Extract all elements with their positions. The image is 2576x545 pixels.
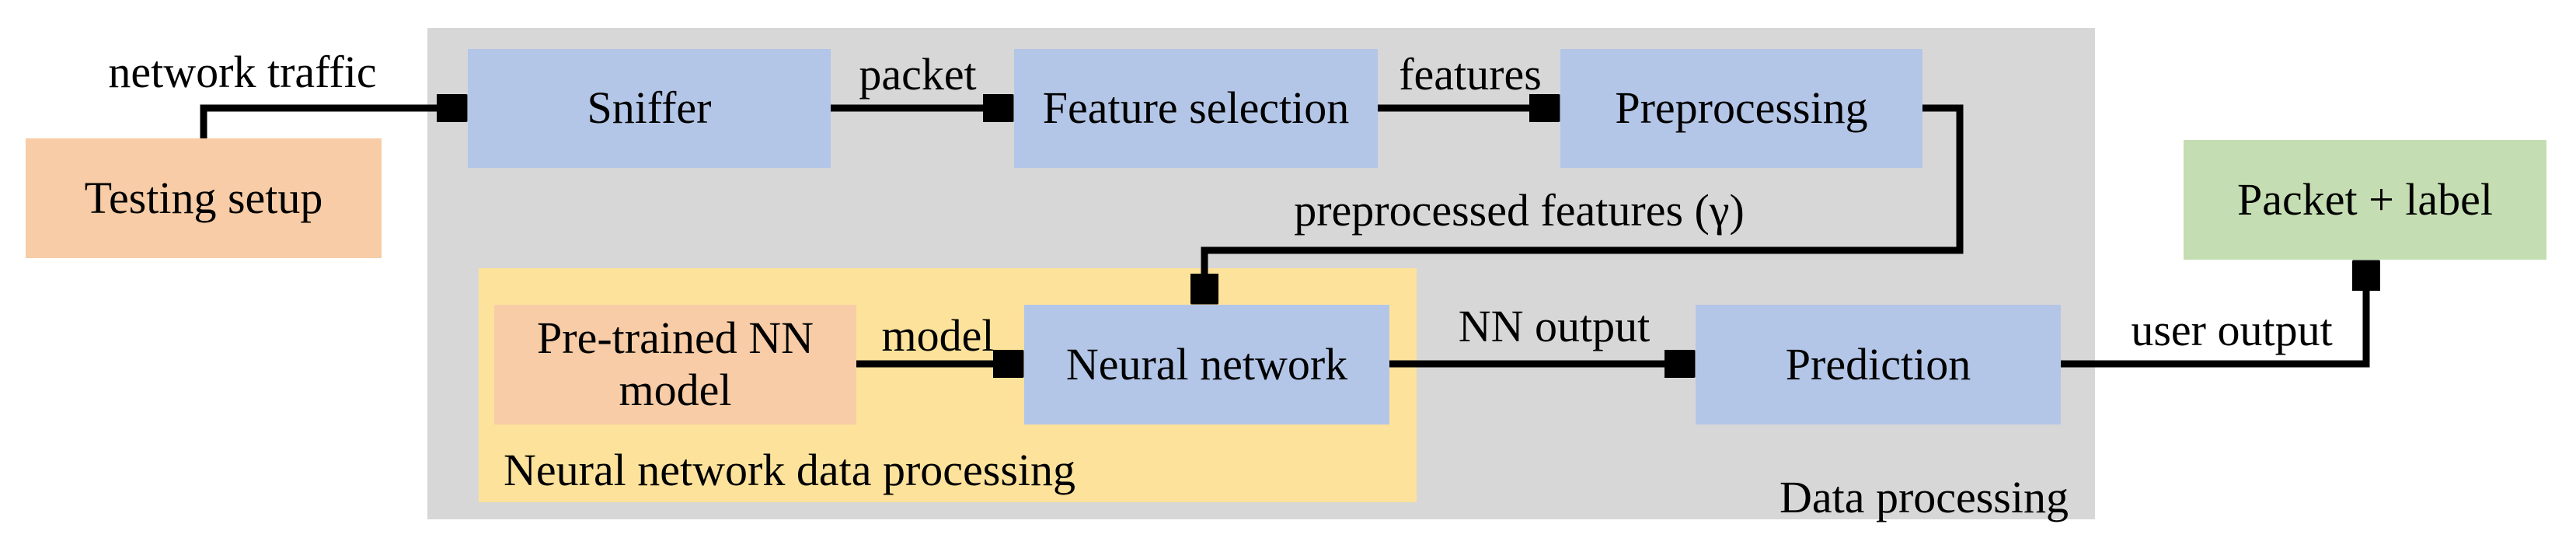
node-feature-selection-label: Feature selection <box>1042 82 1350 134</box>
node-testing-setup: Testing setup <box>26 138 382 258</box>
edge-label-features: features <box>1399 49 1542 100</box>
node-preprocessing: Preprocessing <box>1560 49 1922 168</box>
edge-label-packet: packet <box>859 49 977 100</box>
node-sniffer: Sniffer <box>468 49 831 168</box>
data-processing-region-label: Data processing <box>1779 472 2069 522</box>
node-prediction: Prediction <box>1696 305 2061 424</box>
edge-label-model: model <box>881 310 995 361</box>
node-sniffer-label: Sniffer <box>587 82 712 134</box>
node-testing-setup-label: Testing setup <box>84 172 323 223</box>
edge-label-preprocessed-features: preprocessed features (γ) <box>1294 185 1745 236</box>
node-pretrained-nn-model: Pre-trained NN model <box>494 305 856 424</box>
node-prediction-label: Prediction <box>1785 338 1971 390</box>
node-pretrained-nn-model-label: Pre-trained NN model <box>537 313 814 415</box>
edge-label-nn-output: NN output <box>1458 301 1651 351</box>
edge-label-user-output: user output <box>2131 305 2333 355</box>
nn-data-processing-region-label: Neural network data processing <box>504 445 1076 495</box>
node-preprocessing-label: Preprocessing <box>1615 82 1868 134</box>
network-traffic-arrow <box>200 108 465 140</box>
node-neural-network: Neural network <box>1024 305 1389 424</box>
node-packet-plus-label-label: Packet + label <box>2236 173 2494 225</box>
node-packet-plus-label: Packet + label <box>2184 140 2546 260</box>
edge-label-network-traffic: network traffic <box>108 47 377 97</box>
node-neural-network-label: Neural network <box>1065 338 1348 390</box>
node-feature-selection: Feature selection <box>1014 49 1378 168</box>
